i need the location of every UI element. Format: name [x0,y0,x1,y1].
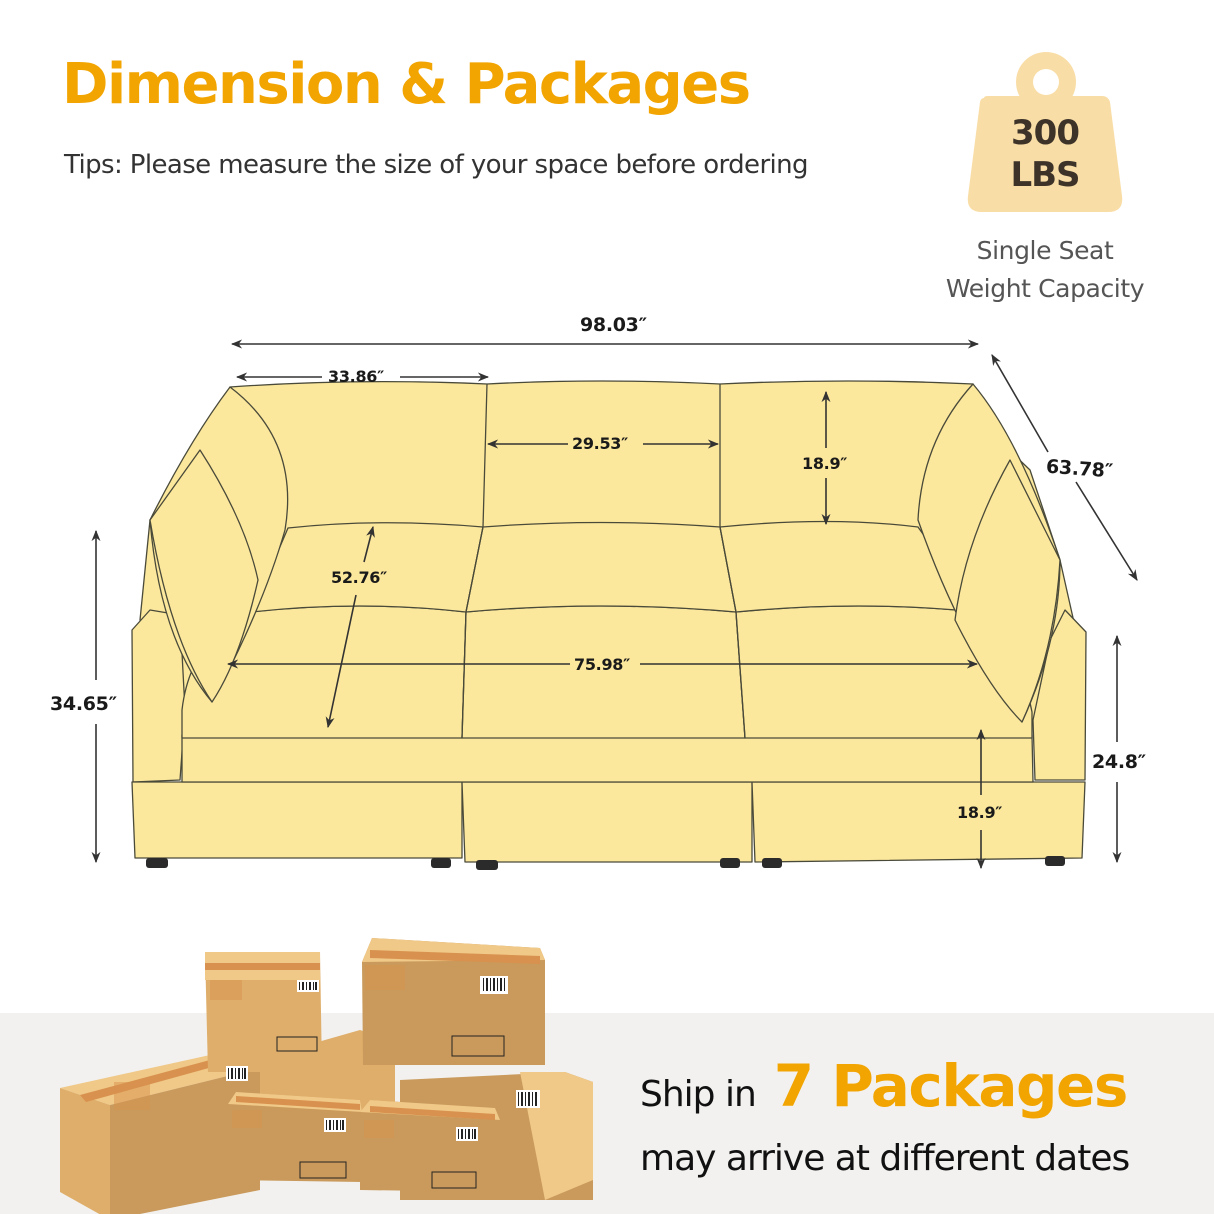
package-count: 7 Packages [773,1052,1129,1120]
weight-caption-line2: Weight Capacity [945,274,1145,303]
dim-seat-module-width: 33.86″ [328,367,384,386]
dim-seat-width: 75.98″ [574,655,630,674]
weight-value: 300 [1011,113,1080,153]
page-title: Dimension & Packages [62,52,751,117]
shipping-headline: Ship in 7 Packages [640,1052,1129,1120]
weight-caption-line1: Single Seat [976,236,1114,265]
weight-unit: LBS [1010,155,1080,195]
dim-overall-height: 34.65″ [50,693,117,715]
dim-backrest-height: 18.9″ [802,454,848,473]
dim-overall-depth: 63.78″ [1045,455,1114,483]
dim-backrest-width: 29.53″ [572,434,628,453]
dim-overall-width: 98.03″ [580,314,647,336]
tips-text: Tips: Please measure the size of your sp… [64,150,809,180]
dim-arm-height: 24.8″ [1092,751,1146,773]
sofa-illustration [91,339,1138,870]
dim-seat-depth: 52.76″ [331,568,387,587]
shipping-note: may arrive at different dates [640,1138,1130,1179]
weight-badge: 300 LBS [950,50,1140,220]
dim-seat-height: 18.9″ [957,803,1003,822]
weight-icon [967,52,1123,212]
shipping-prefix: Ship in [640,1074,757,1115]
cardboard-boxes-icon [60,938,593,1214]
